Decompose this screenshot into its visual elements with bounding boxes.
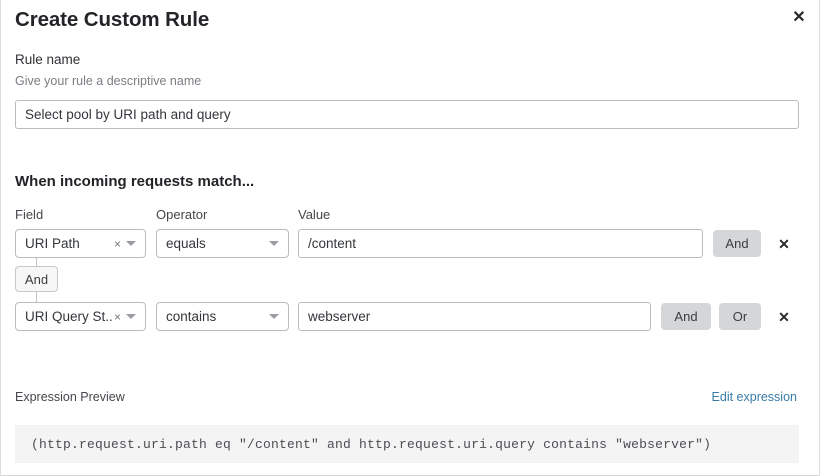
connector-line-top	[36, 258, 37, 267]
row-1-field-value: URI Path	[25, 236, 80, 251]
edit-expression-link[interactable]: Edit expression	[711, 390, 797, 404]
row-2-connector-or[interactable]: Or	[719, 303, 761, 330]
row-1-field-clear-icon[interactable]: ×	[113, 236, 121, 251]
close-icon[interactable]: ✕	[787, 6, 811, 30]
row-1-value-input[interactable]	[298, 229, 703, 258]
row-2-operator-value: contains	[166, 309, 217, 324]
row-2-field-value: URI Query St...	[25, 309, 112, 324]
row-2-value-input[interactable]	[298, 302, 651, 331]
row-1-operator-select[interactable]: equals	[156, 229, 289, 258]
rule-name-label: Rule name	[15, 52, 81, 67]
connector-line-bottom	[36, 292, 37, 302]
chevron-down-icon	[269, 241, 279, 246]
group-connector-and-badge[interactable]: And	[15, 266, 58, 292]
row-1-field-select[interactable]: URI Path ×	[15, 229, 146, 258]
expression-preview-label: Expression Preview	[15, 390, 125, 404]
row-2-field-select[interactable]: URI Query St... ×	[15, 302, 146, 331]
chevron-down-icon	[269, 314, 279, 319]
row-1-connector-and[interactable]: And	[713, 230, 761, 257]
column-header-value: Value	[298, 207, 331, 222]
row-1-operator-value: equals	[166, 236, 206, 251]
rule-name-input[interactable]	[15, 100, 799, 129]
row-2-connector-and[interactable]: And	[661, 303, 711, 330]
row-2-delete-icon[interactable]: ✕	[773, 306, 795, 328]
chevron-down-icon	[126, 241, 136, 246]
column-header-field: Field	[15, 207, 44, 222]
column-header-operator: Operator	[156, 207, 208, 222]
match-section-heading: When incoming requests match...	[15, 173, 255, 190]
chevron-down-icon	[126, 314, 136, 319]
dialog-title: Create Custom Rule	[15, 8, 210, 31]
row-2-operator-select[interactable]: contains	[156, 302, 289, 331]
rule-name-hint: Give your rule a descriptive name	[15, 74, 202, 88]
expression-preview-text: (http.request.uri.path eq "/content" and…	[31, 436, 712, 452]
row-1-delete-icon[interactable]: ✕	[773, 233, 795, 255]
expression-preview-box: (http.request.uri.path eq "/content" and…	[15, 425, 799, 463]
row-2-field-clear-icon[interactable]: ×	[113, 309, 121, 324]
